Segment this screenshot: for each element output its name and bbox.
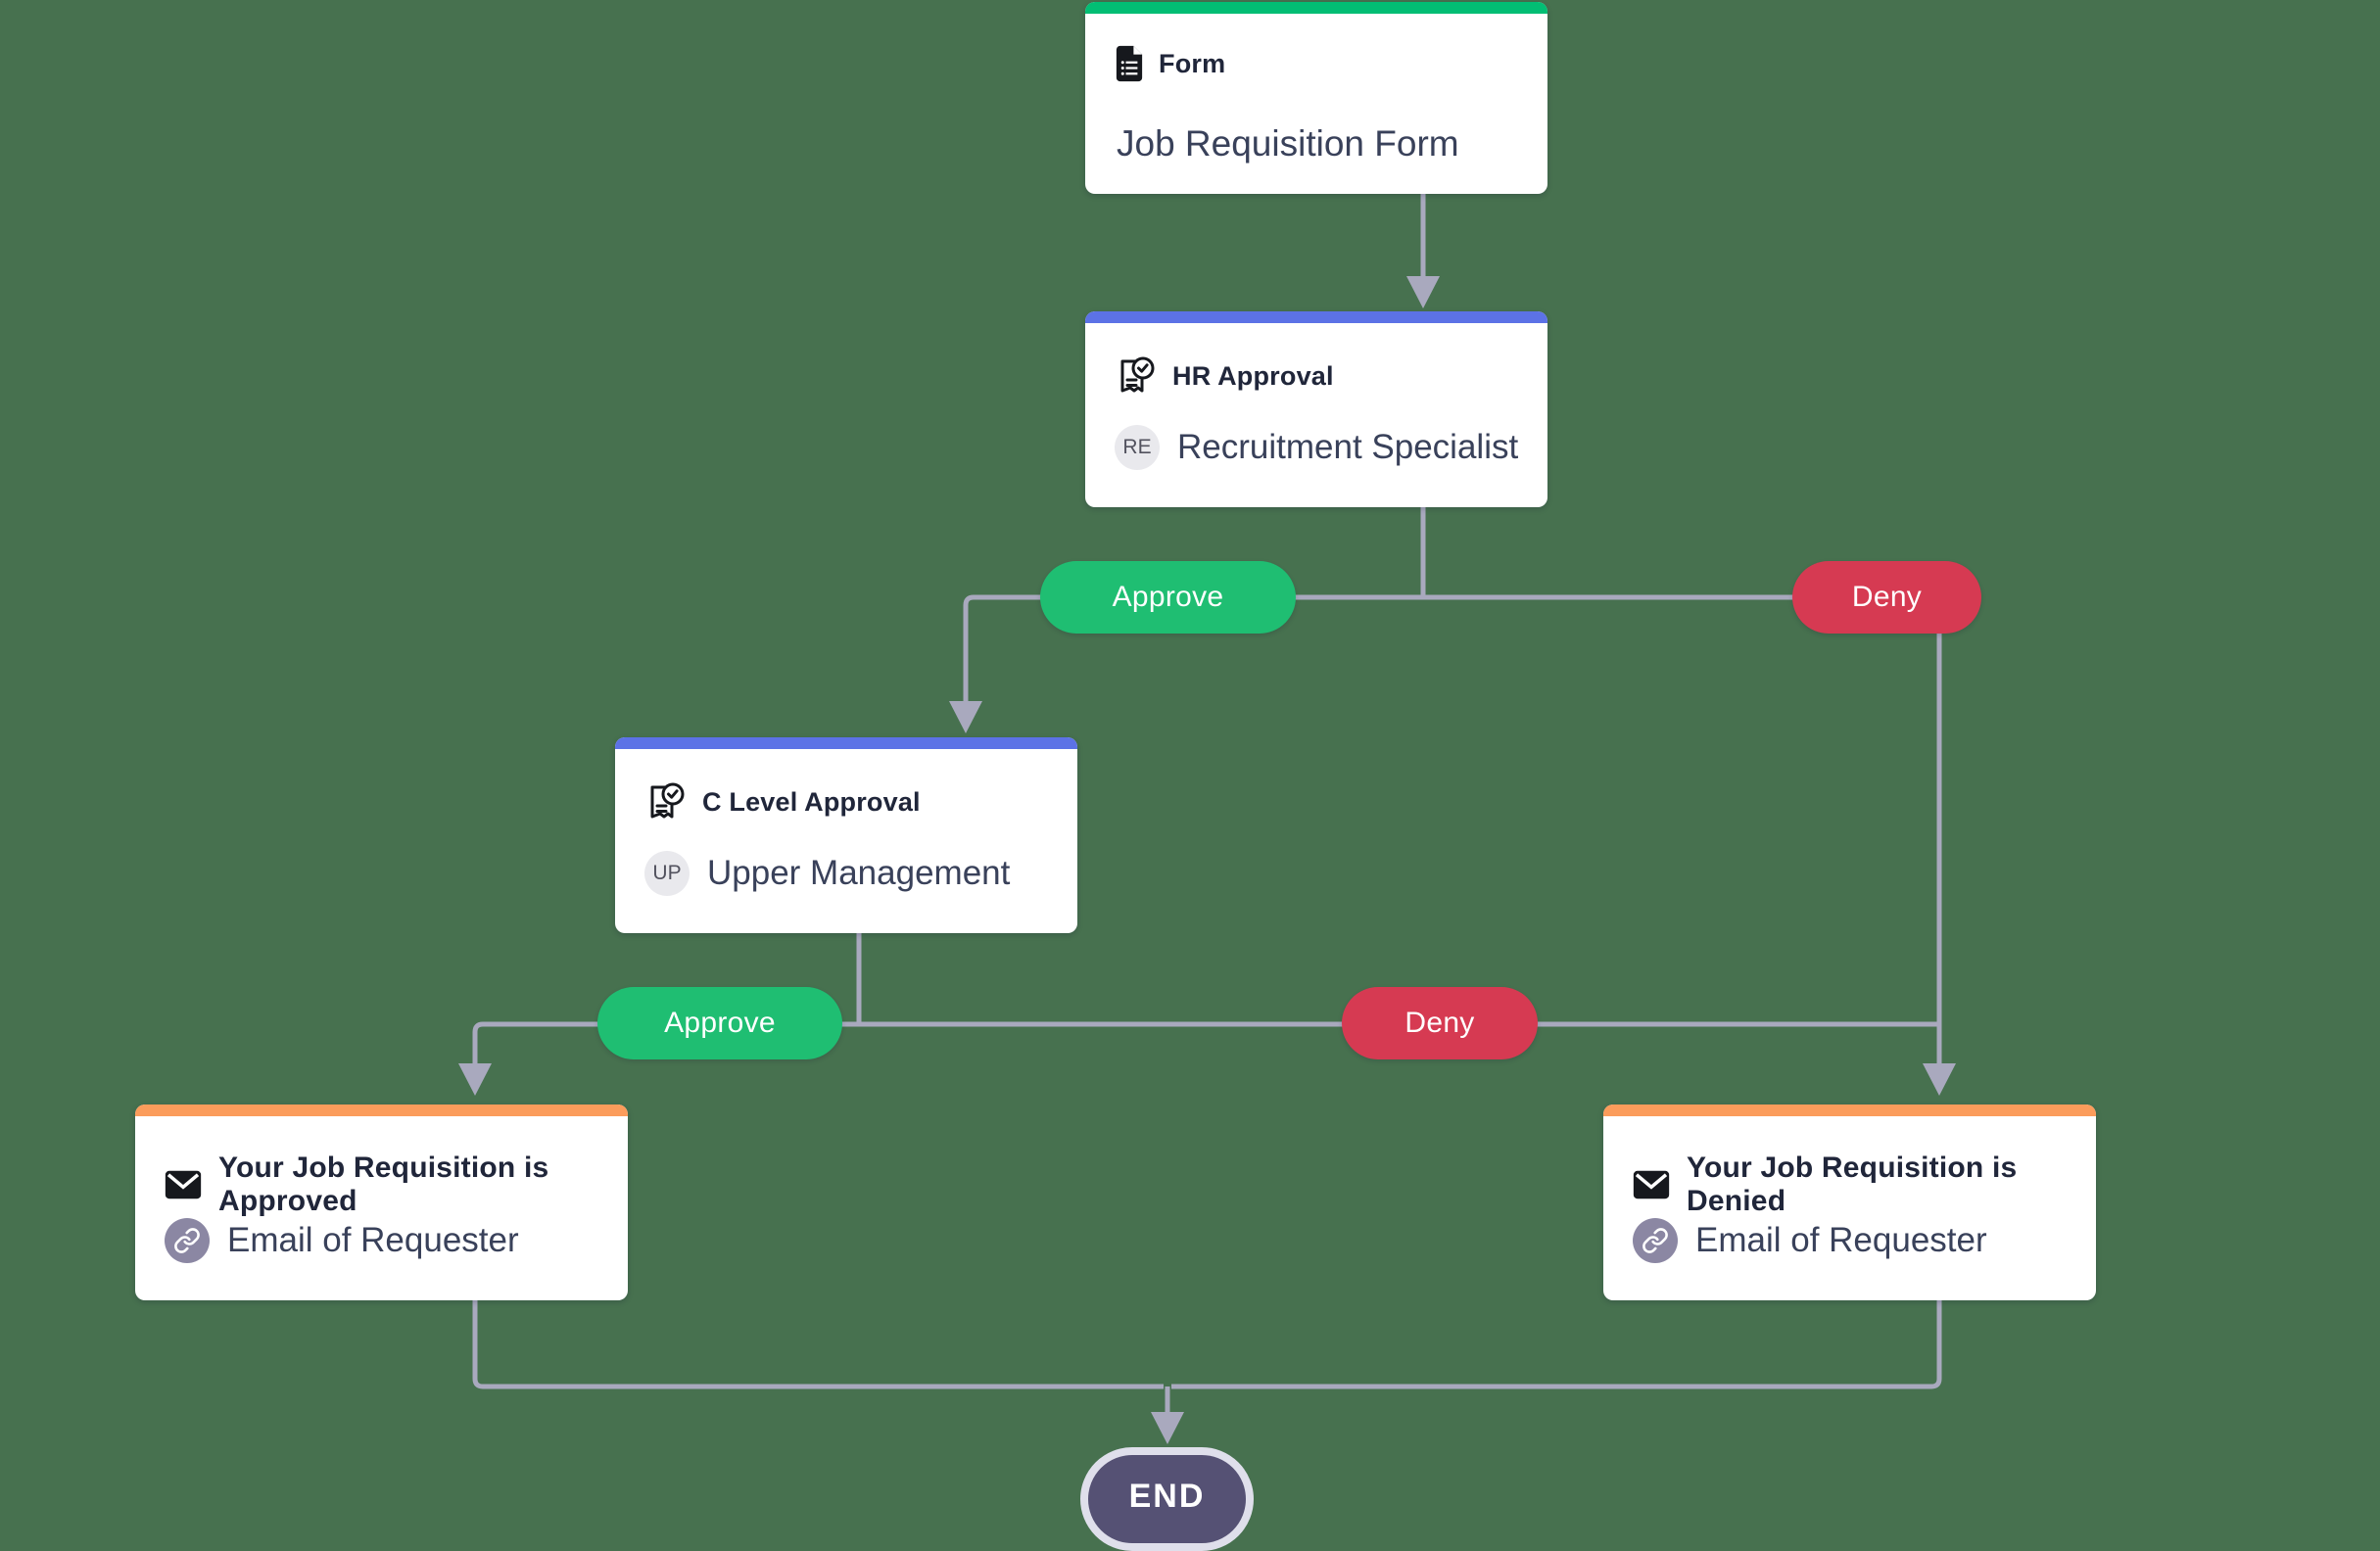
node-form[interactable]: Form Job Requisition Form [1085, 2, 1547, 194]
connector-approved-to-end [472, 1300, 1164, 1389]
node-type-label: C Level Approval [702, 786, 921, 817]
connector-denied-to-end [1171, 1300, 1942, 1389]
assignee-avatar: UP [644, 851, 690, 896]
link-icon [165, 1218, 210, 1263]
arrowhead-to-hr [1406, 276, 1440, 308]
node-title: Your Job Requisition is Denied [1687, 1152, 2018, 1217]
node-end[interactable]: END [1080, 1447, 1254, 1551]
assignee-name: Recruitment Specialist [1177, 428, 1519, 466]
node-hr-approval[interactable]: HR Approval RE Recruitment Specialist [1085, 311, 1547, 507]
assignee-name: Email of Requester [1695, 1221, 1987, 1259]
arrowhead-to-approved [458, 1063, 492, 1096]
link-icon [1633, 1218, 1678, 1263]
arrowhead-to-denied [1923, 1063, 1956, 1096]
arrowhead-to-clevel [949, 701, 982, 733]
accent-bar-orange [1603, 1104, 2096, 1116]
envelope-icon [165, 1170, 202, 1199]
node-type-label: Form [1159, 48, 1226, 78]
envelope-icon [1633, 1170, 1670, 1199]
accent-bar-blue [1085, 311, 1547, 323]
approval-icon [1115, 354, 1158, 398]
accent-bar-green [1085, 2, 1547, 14]
node-approved-email[interactable]: Your Job Requisition is Approved Email o… [135, 1104, 628, 1300]
approval-icon [644, 780, 688, 823]
document-icon [1115, 45, 1144, 82]
node-title: Job Requisition Form [1117, 123, 1459, 164]
accent-bar-blue [615, 737, 1077, 749]
node-title: Your Job Requisition is Approved [218, 1152, 549, 1217]
assignee-name: Upper Management [707, 854, 1011, 892]
arrowhead-to-end [1151, 1412, 1184, 1444]
node-c-level-approval[interactable]: C Level Approval UP Upper Management [615, 737, 1077, 933]
edge-label-hr-deny[interactable]: Deny [1792, 561, 1981, 634]
node-denied-email[interactable]: Your Job Requisition is Denied Email of … [1603, 1104, 2096, 1300]
assignee-name: Email of Requester [227, 1221, 519, 1259]
edge-label-hr-approve[interactable]: Approve [1040, 561, 1296, 634]
edge-label-clevel-approve[interactable]: Approve [597, 987, 842, 1059]
assignee-avatar: RE [1115, 425, 1160, 470]
end-label: END [1128, 1477, 1206, 1515]
node-type-label: HR Approval [1172, 360, 1334, 391]
edge-label-clevel-deny[interactable]: Deny [1342, 987, 1538, 1059]
accent-bar-orange [135, 1104, 628, 1116]
